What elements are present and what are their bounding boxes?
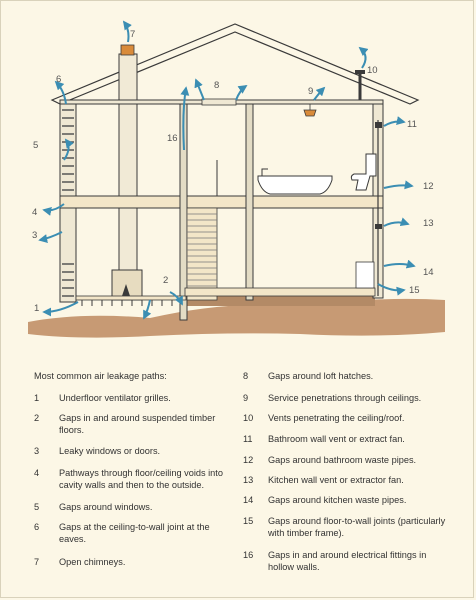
legend-item-number: 16 [243,550,254,560]
interior-wall-right [245,103,254,301]
label-2: 2 [163,275,168,286]
leak-arrow-2b [169,291,183,306]
label-16: 16 [167,133,178,144]
legend-item-text: Vents penetrating the ceiling/roof. [268,413,405,423]
legend-item-text: Gaps around bathroom waste pipes. [268,455,417,465]
legend-item-text: Pathways through floor/ceiling voids int… [59,468,223,490]
house-diagram: 1 2 3 4 5 6 7 8 9 10 11 12 13 14 15 16 [28,20,445,338]
legend-item-text: Gaps in and around suspended timber floo… [59,413,216,435]
legend-item-number: 15 [243,516,254,526]
soil-pipe-collar [375,122,382,128]
legend-item-text: Gaps around kitchen waste pipes. [268,495,407,505]
legend-item-text: Gaps around windows. [59,502,153,512]
legend-item-number: 14 [243,495,254,505]
legend-item-number: 13 [243,475,254,485]
legend-item-number: 5 [34,502,40,512]
leak-arrow-6 [54,80,67,105]
legend-item-text: Gaps in and around electrical fittings i… [268,550,427,572]
legend-item-number: 4 [34,468,40,478]
legend-item-text: Service penetrations through ceilings. [268,393,422,403]
waste-pipe-collar [375,224,382,229]
leak-arrow-15 [377,283,406,296]
first-floor [59,195,384,209]
bath-tap [261,168,268,176]
leak-arrow-13 [383,217,410,227]
leak-arrow-12 [383,180,414,190]
leak-arrow-10 [358,46,369,69]
legend-item-number: 9 [243,393,249,403]
leak-arrow-7 [122,20,132,43]
ground [28,298,445,338]
floor-joists [81,300,173,306]
roof [50,23,420,105]
legend-item-number: 6 [34,522,40,532]
legend-item-text: Underfloor ventilator grilles. [59,393,171,403]
raised-floor [184,287,376,297]
label-14: 14 [423,267,434,278]
label-13: 13 [423,218,434,229]
legend-item-text: Open chimneys. [59,557,126,567]
label-7: 7 [130,29,135,40]
label-1: 1 [34,303,39,314]
fire [122,284,130,296]
legend-item-text: Gaps around loft hatches. [268,371,374,381]
legend-item-text: Kitchen wall vent or extractor fan. [268,475,404,485]
legend-item-number: 12 [243,455,254,465]
toilet [350,153,377,191]
leak-arrow-14 [383,259,416,269]
leak-arrow-1 [42,301,79,317]
bathtub [257,175,333,195]
ceiling-light [303,104,317,117]
leak-arrow-9 [313,86,326,101]
legend-item-number: 2 [34,413,40,423]
legend-item-text: Leaky windows or doors. [59,446,161,456]
legend-item-number: 1 [34,393,40,403]
legend-item-number: 8 [243,371,249,381]
leak-arrow-8a [194,78,205,101]
staircase [186,207,218,301]
label-6: 6 [56,74,61,85]
legend-item-number: 7 [34,557,40,567]
legend-item-text: Gaps around floor-to-wall joints (partic… [268,516,446,538]
leak-arrow-4 [42,203,65,216]
label-15: 15 [409,285,420,296]
ground-floor [75,295,187,301]
label-4: 4 [32,207,37,218]
leak-arrow-16 [180,86,190,151]
kitchen-unit [355,261,375,289]
legend-title: Most common air leakage paths: [34,371,167,381]
leak-arrow-8b [235,85,248,101]
label-12: 12 [423,181,434,192]
chimney-stack [118,53,138,301]
label-3: 3 [32,230,37,241]
leak-arrow-11 [383,116,406,127]
loft-hatch [201,98,237,106]
label-8: 8 [214,80,219,91]
foundation-slab [185,296,375,306]
leak-arrow-2a [143,299,152,320]
legend-item-text: Gaps at the ceiling-to-wall joint at the… [59,522,210,544]
chimney-pot [120,44,135,56]
label-5: 5 [33,140,38,151]
stair-treads [187,213,217,293]
legend-item-number: 10 [243,413,254,423]
label-10: 10 [367,65,378,76]
label-11: 11 [407,119,417,130]
roof-vent-cap [355,70,365,74]
legend-item-number: 3 [34,446,40,456]
leak-arrow-5 [63,138,74,161]
legend-item-number: 11 [243,434,253,444]
legend-item-text: Bathroom wall vent or extract fan. [268,434,405,444]
leak-arrow-3 [38,231,63,243]
label-9: 9 [308,86,313,97]
